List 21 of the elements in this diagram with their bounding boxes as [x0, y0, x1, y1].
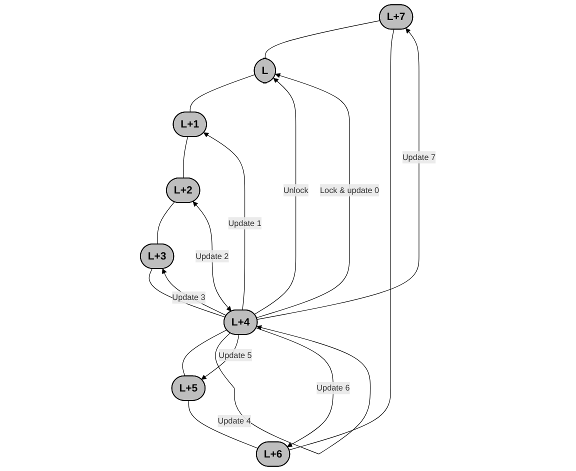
edge-label: Update 7	[402, 152, 436, 162]
arrow	[162, 268, 227, 316]
connector	[190, 74, 256, 113]
edge-label: Update 5	[218, 350, 252, 360]
arrow	[203, 132, 246, 310]
edge-label: Update 1	[228, 218, 262, 228]
connector	[182, 330, 228, 376]
connector	[264, 20, 380, 59]
edge-label: Update 3	[172, 292, 206, 302]
edge-label: Update 2	[196, 251, 229, 261]
connector	[288, 29, 394, 450]
edge-label: Update 6	[316, 383, 350, 392]
edge-label: Lock & update 0	[320, 185, 380, 195]
edge-label: Update 4	[218, 416, 251, 426]
arrow	[256, 73, 350, 318]
arrow	[192, 201, 232, 312]
arrow	[254, 78, 296, 315]
arrow	[256, 28, 420, 320]
connector	[183, 136, 188, 179]
connector	[157, 202, 175, 245]
edge-label: Unlock	[283, 185, 308, 195]
